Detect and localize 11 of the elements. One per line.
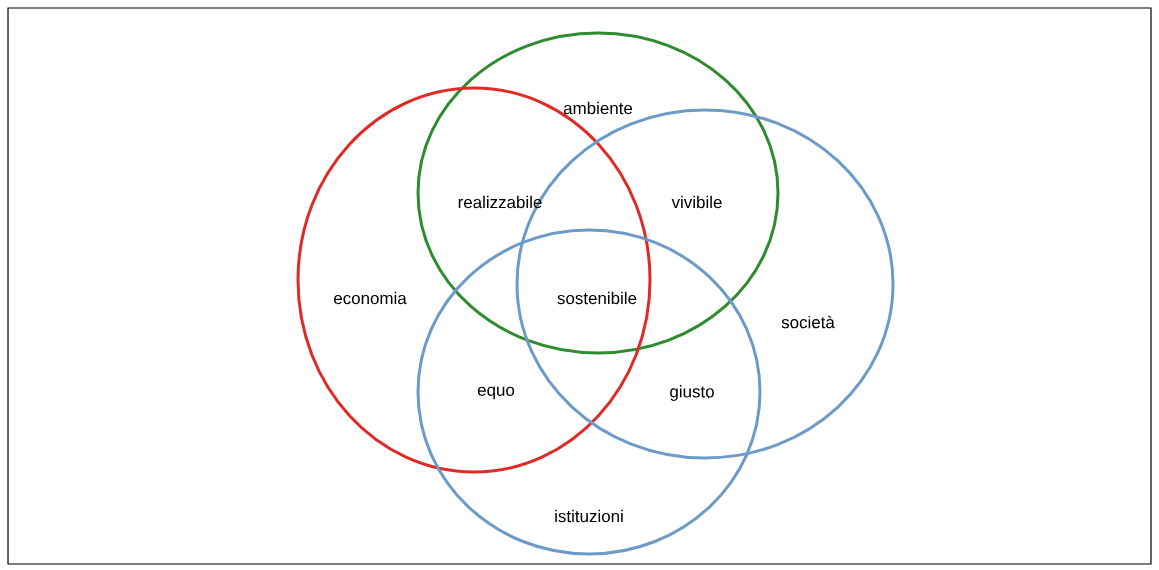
circle-label: società	[781, 315, 835, 329]
overlap-label: equo	[477, 386, 515, 400]
circle	[416, 31, 780, 355]
circle-label: economia	[334, 291, 407, 305]
overlap-label: sostenibile	[557, 291, 637, 305]
circle	[416, 228, 762, 556]
circle	[296, 86, 652, 474]
overlap-label: giusto	[670, 385, 714, 401]
overlap-label: vivibile	[671, 195, 722, 209]
circle-label: istituzioni	[555, 509, 623, 523]
circle-label: ambiente	[563, 101, 633, 115]
